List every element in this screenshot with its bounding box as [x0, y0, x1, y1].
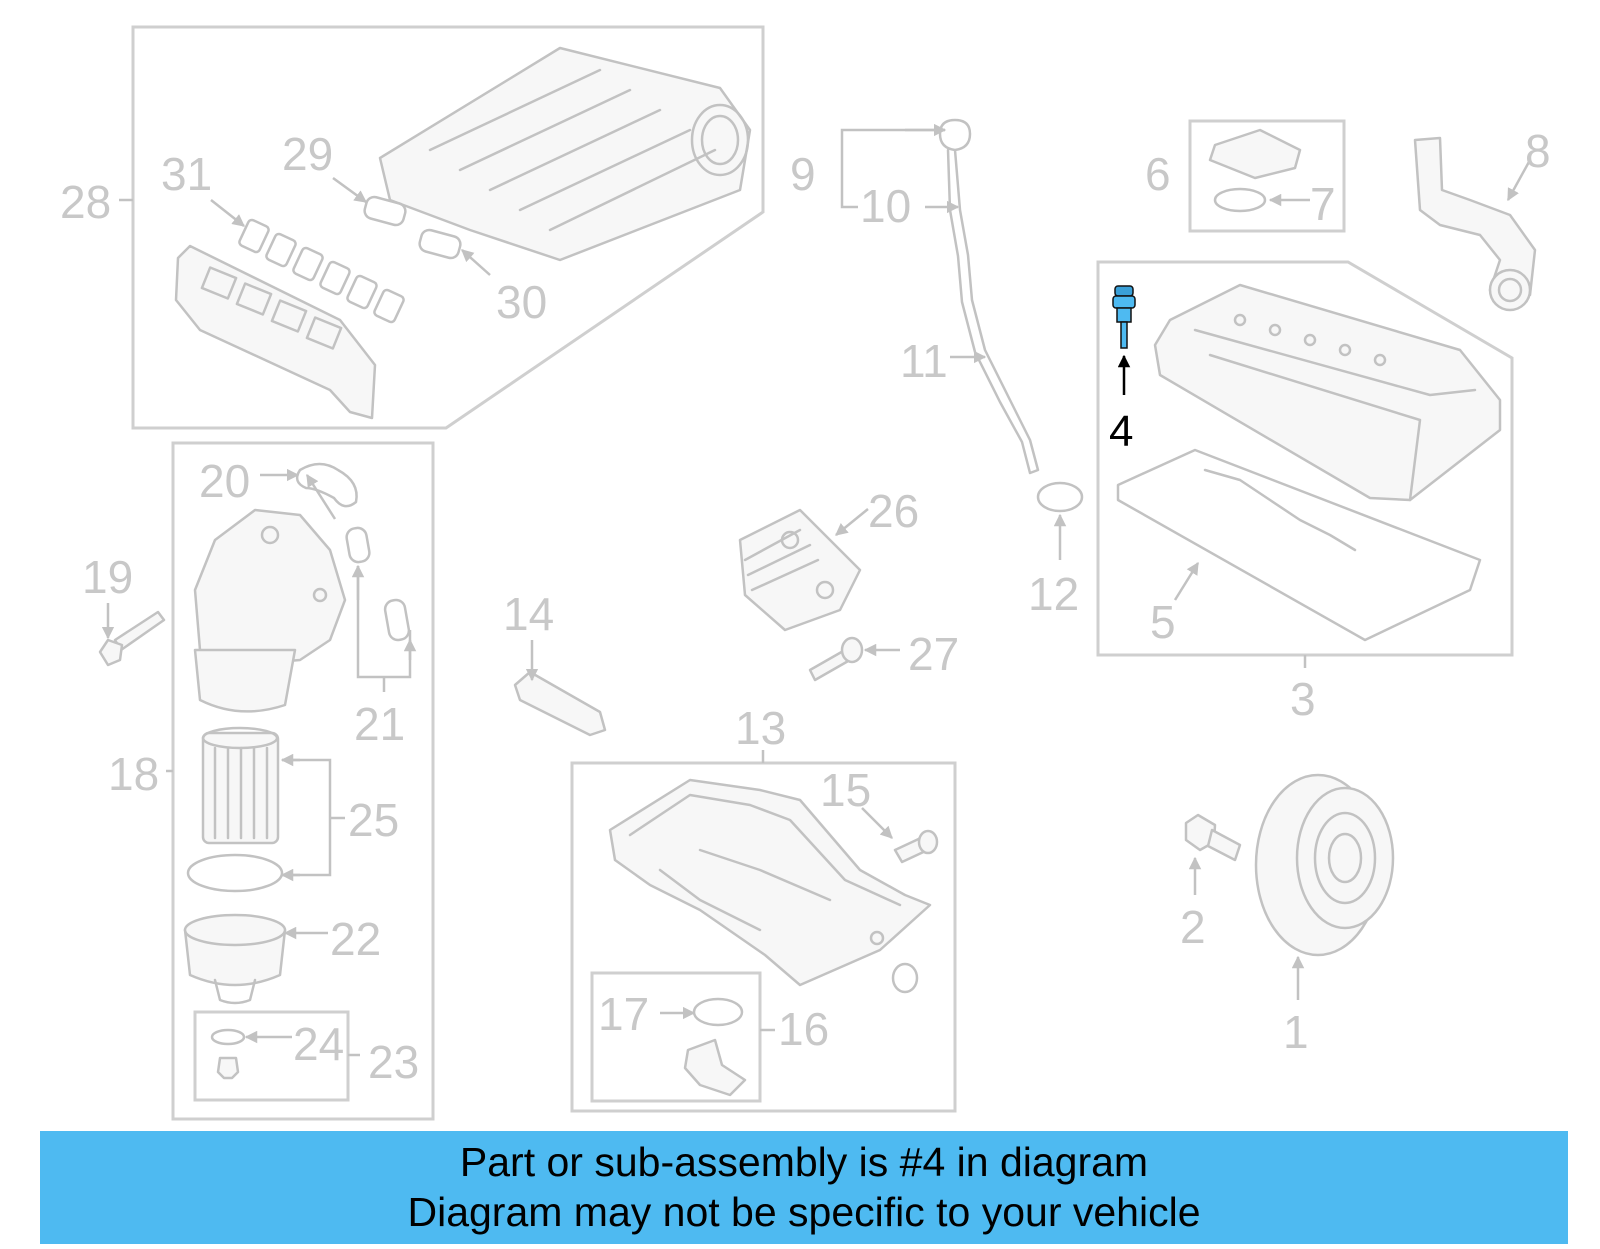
o-ring-25 — [186, 853, 284, 893]
callout-21: 21 — [354, 698, 405, 750]
oil-cooler — [738, 508, 869, 632]
callout-8: 8 — [1525, 125, 1551, 177]
callout-30: 30 — [496, 276, 547, 328]
callout-3: 3 — [1290, 673, 1316, 725]
callout-14: 14 — [503, 588, 554, 640]
filler-cap — [1208, 128, 1302, 180]
drain-plug-15 — [861, 807, 939, 864]
callout-9: 9 — [790, 148, 816, 200]
group-box-3 — [1096, 260, 1514, 657]
callout-1: 1 — [1283, 1006, 1309, 1058]
gasket-set-31 — [238, 218, 405, 324]
callout-25: 25 — [348, 794, 399, 846]
dipstick-group — [840, 118, 1084, 560]
seal-ring — [891, 962, 919, 994]
upper-intake-manifold — [378, 46, 752, 262]
seal-21a — [345, 526, 371, 564]
callout-16: 16 — [778, 1003, 829, 1055]
callout-19: 19 — [82, 551, 133, 603]
gasket-20 — [295, 462, 358, 508]
callout-22: 22 — [330, 913, 381, 965]
group-box-6 — [1188, 119, 1346, 233]
banner-line-2: Diagram may not be specific to your vehi… — [407, 1189, 1201, 1235]
group-box-28 — [131, 25, 765, 430]
callout-28: 28 — [60, 176, 111, 228]
o-ring-12 — [1036, 481, 1084, 513]
callout-15: 15 — [820, 764, 871, 816]
group-box-18 — [171, 441, 435, 1121]
callout-13: 13 — [735, 702, 786, 754]
valve-cover-gasket — [1116, 448, 1482, 642]
oil-filler-cap-group — [1188, 119, 1346, 233]
callout-12: 12 — [1028, 568, 1079, 620]
seal-21b — [383, 598, 411, 642]
callout-17: 17 — [598, 988, 649, 1040]
pulley-bolt — [1184, 813, 1242, 895]
callout-29: 29 — [282, 128, 333, 180]
highlighted-part-4 — [1112, 285, 1136, 395]
callout-4: 4 — [1109, 407, 1133, 456]
callout-6: 6 — [1145, 148, 1171, 200]
gasket-seals — [1203, 468, 1357, 552]
callout-labels: 1 2 3 4 5 6 7 8 9 10 11 12 13 14 15 16 1… — [60, 125, 1551, 1088]
valve-cover — [1153, 283, 1502, 502]
gasket-30 — [418, 228, 462, 260]
baffle-14 — [513, 640, 607, 737]
oil-pan — [608, 778, 932, 987]
oil-filter-housing-group — [166, 441, 435, 1121]
callout-23: 23 — [368, 1036, 419, 1088]
valve-cover-group — [1096, 260, 1514, 668]
gasket-29 — [363, 195, 407, 227]
oil-filter-element — [201, 726, 280, 845]
callout-2: 2 — [1180, 901, 1206, 953]
oil-filter-housing — [193, 508, 347, 713]
callout-26: 26 — [868, 485, 919, 537]
callout-20: 20 — [199, 455, 250, 507]
lower-intake-manifold — [174, 244, 377, 420]
callout-18: 18 — [108, 748, 159, 800]
bolt-27 — [808, 636, 900, 682]
drain-plug — [216, 1056, 240, 1080]
group-box-16 — [590, 971, 762, 1103]
callout-27: 27 — [908, 628, 959, 680]
callout-11: 11 — [900, 335, 948, 387]
filler-cap-seal — [1213, 187, 1267, 213]
callout-5: 5 — [1150, 596, 1176, 648]
callout-7: 7 — [1310, 178, 1336, 230]
washer-24 — [210, 1028, 246, 1046]
breather-hose — [1413, 136, 1537, 312]
callout-31: 31 — [161, 148, 212, 200]
oil-filter-cap — [183, 913, 287, 1005]
dipstick — [938, 118, 1040, 475]
callout-24: 24 — [293, 1018, 344, 1070]
oil-pan-group — [570, 750, 957, 1113]
info-banner: Part or sub-assembly is #4 in diagram Di… — [40, 1131, 1568, 1244]
banner-line-1: Part or sub-assembly is #4 in diagram — [459, 1139, 1149, 1185]
crankshaft-pulley — [1254, 773, 1395, 1000]
callout-10: 10 — [860, 180, 911, 232]
oil-pickup — [683, 1038, 747, 1097]
intake-manifold-group — [119, 25, 765, 430]
o-ring-17 — [692, 997, 744, 1027]
bolt-19 — [98, 603, 166, 667]
